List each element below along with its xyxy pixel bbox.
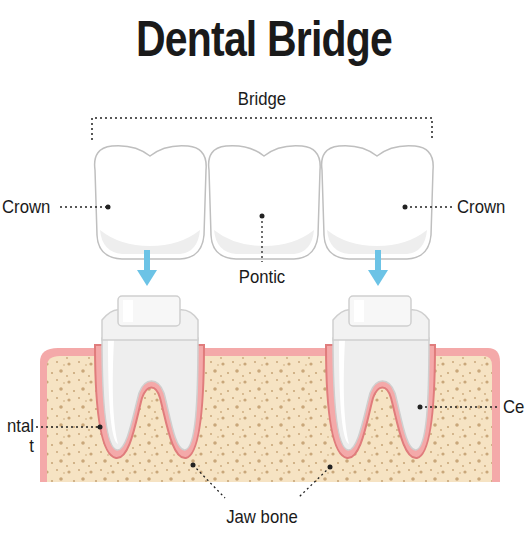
part-label: Ce bbox=[503, 396, 528, 418]
leader-lines bbox=[36, 207, 500, 498]
crowns bbox=[95, 146, 434, 259]
diagram-title: Dental Bridge bbox=[48, 10, 481, 68]
part-label: Crown bbox=[2, 196, 55, 218]
group-label: Bridge bbox=[218, 88, 306, 110]
left-abutment-tooth bbox=[95, 296, 204, 458]
bridge-bracket bbox=[92, 118, 432, 140]
part-label: ntal t bbox=[4, 416, 34, 456]
part-label: Pontic bbox=[218, 266, 306, 288]
part-label: Jaw bone bbox=[205, 506, 319, 528]
part-label: Crown bbox=[457, 196, 519, 218]
right-abutment-tooth bbox=[326, 296, 435, 458]
leader-dots bbox=[98, 205, 423, 470]
